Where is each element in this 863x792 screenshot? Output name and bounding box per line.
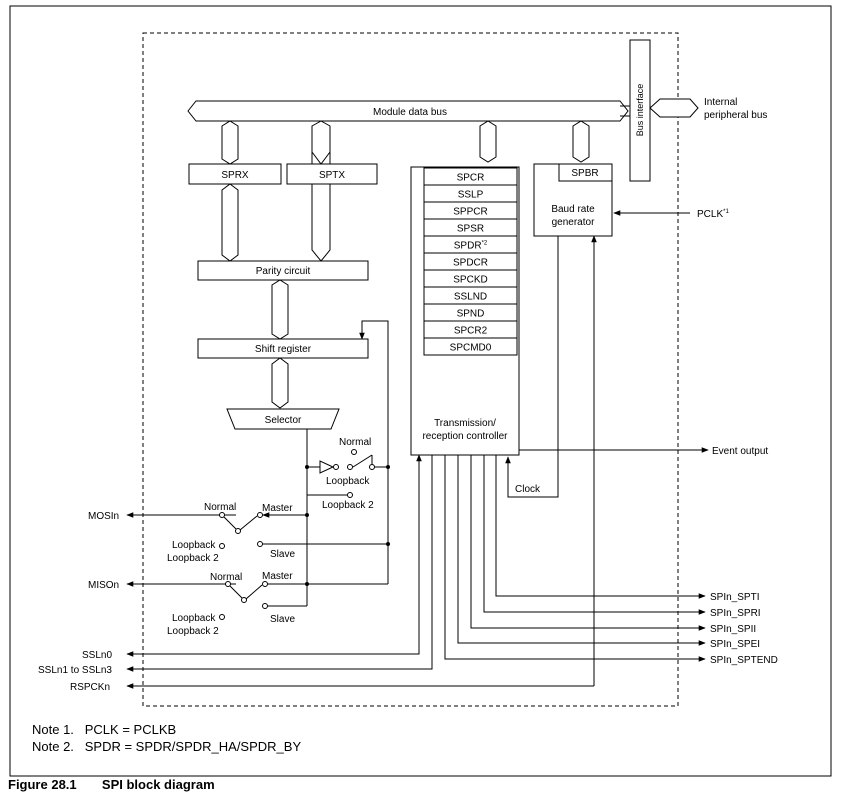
int-label-sptend: SPIn_SPTEND bbox=[710, 655, 778, 666]
register-label: SPSR bbox=[457, 224, 484, 235]
int-label-spei: SPIn_SPEI bbox=[710, 639, 760, 650]
mosi-label: MOSIn bbox=[88, 511, 119, 522]
ssl0-line bbox=[126, 454, 422, 657]
register-box bbox=[423, 337, 518, 356]
ssl0-label: SSLn0 bbox=[82, 650, 112, 661]
internal-bus-label-2: peripheral bus bbox=[704, 110, 767, 121]
parity-circuit: Parity circuit bbox=[197, 260, 369, 281]
module-data-bus: Module data bus bbox=[187, 100, 629, 122]
register-label: SPDR*2 bbox=[454, 241, 488, 252]
int-line-spii bbox=[470, 455, 706, 631]
controller-label-1: Transmission/ bbox=[434, 418, 496, 429]
internal-bus-label-1: Internal bbox=[704, 97, 737, 108]
connector-sprx-parity bbox=[221, 183, 239, 262]
label-normal-top: Normal bbox=[339, 437, 371, 448]
spbr-label: SPBR bbox=[571, 168, 598, 179]
sprx-register: SPRX bbox=[188, 163, 282, 185]
int-label-spii: SPIn_SPII bbox=[710, 624, 756, 635]
bus-connector-spbr bbox=[572, 120, 590, 163]
controller-label-2: reception controller bbox=[422, 431, 508, 442]
int-line-sptend bbox=[444, 455, 706, 662]
miso-label: MISOn bbox=[88, 580, 119, 591]
baud-rate-generator: SPBR Baud rate generator bbox=[533, 163, 613, 237]
event-output-label: Event output bbox=[712, 446, 768, 457]
spbr-register bbox=[558, 163, 613, 182]
bus-interface-label: Bus interface bbox=[635, 84, 645, 137]
bus-interface: Bus interface bbox=[629, 39, 651, 182]
int-label-spri: SPIn_SPRI bbox=[710, 608, 761, 619]
feedback-line bbox=[359, 320, 389, 584]
connector-sptx-parity bbox=[311, 184, 331, 262]
register-note: *2 bbox=[482, 241, 488, 247]
int-label-spti: SPIn_SPTI bbox=[710, 592, 759, 603]
selector: Selector bbox=[226, 408, 340, 430]
label-normal-mosi: Normal bbox=[204, 502, 236, 513]
selector-label: Selector bbox=[265, 415, 302, 426]
note-2: Note 2. SPDR = SPDR/SPDR_HA/SPDR_BY bbox=[32, 739, 302, 754]
label-master-mosi: Master bbox=[262, 503, 293, 514]
register-label: SPCMD0 bbox=[450, 343, 492, 354]
module-data-bus-label: Module data bus bbox=[373, 107, 447, 118]
register-label: SPCR2 bbox=[454, 326, 488, 337]
clock-label: Clock bbox=[515, 484, 541, 495]
register-label: SPDCR bbox=[453, 258, 488, 269]
label-loopback: Loopback bbox=[326, 476, 370, 487]
label-loopback2-top: Loopback 2 bbox=[322, 500, 374, 511]
label-slave-mosi: Slave bbox=[270, 549, 295, 560]
label-normal-miso: Normal bbox=[210, 572, 242, 583]
baud-rate-label-2: generator bbox=[552, 217, 595, 228]
connector-parity-shift bbox=[271, 279, 289, 340]
shift-register: Shift register bbox=[197, 338, 369, 359]
label-loopback-mosi: Loopback bbox=[172, 540, 216, 551]
label-loopback-miso: Loopback bbox=[172, 613, 216, 624]
register-label: SSLP bbox=[458, 190, 484, 201]
baud-rate-label-1: Baud rate bbox=[551, 204, 595, 215]
register-label: SPND bbox=[457, 309, 485, 320]
register-label: SPCR bbox=[457, 173, 485, 184]
ssl1-label: SSLn1 to SSLn3 bbox=[38, 665, 112, 676]
shift-register-label: Shift register bbox=[255, 344, 312, 355]
sptx-register: SPTX bbox=[286, 163, 378, 185]
register-label: SSLND bbox=[454, 292, 487, 303]
sptx-label: SPTX bbox=[319, 170, 345, 181]
register-label: SPCKD bbox=[453, 275, 487, 286]
int-line-spri bbox=[483, 455, 706, 615]
bus-connector-sprx bbox=[221, 120, 239, 165]
parity-circuit-label: Parity circuit bbox=[256, 266, 311, 277]
register-label: SPPCR bbox=[453, 207, 487, 218]
int-line-spti bbox=[495, 455, 706, 599]
rspck-label: RSPCKn bbox=[70, 682, 110, 693]
internal-bus-arrow bbox=[649, 98, 699, 118]
module-boundary bbox=[142, 32, 679, 707]
connector-shift-selector bbox=[271, 357, 289, 409]
bus-connector-sptx bbox=[311, 120, 331, 164]
label-master-miso: Master bbox=[262, 571, 293, 582]
int-line-spei bbox=[457, 455, 706, 646]
label-slave-miso: Slave bbox=[270, 614, 295, 625]
note-1: Note 1. PCLK = PCLKB bbox=[32, 722, 177, 737]
pclk-label: PCLK*1 bbox=[697, 209, 729, 220]
figure-frame bbox=[9, 5, 832, 777]
clock-line bbox=[505, 236, 559, 498]
sprx-label: SPRX bbox=[221, 170, 249, 181]
bus-connector-registers bbox=[479, 120, 497, 163]
ssl1-line bbox=[126, 455, 433, 672]
label-loopback2-mosi: Loopback 2 bbox=[167, 553, 219, 564]
label-loopback2-miso: Loopback 2 bbox=[167, 626, 219, 637]
buffer-triangle bbox=[319, 460, 335, 474]
